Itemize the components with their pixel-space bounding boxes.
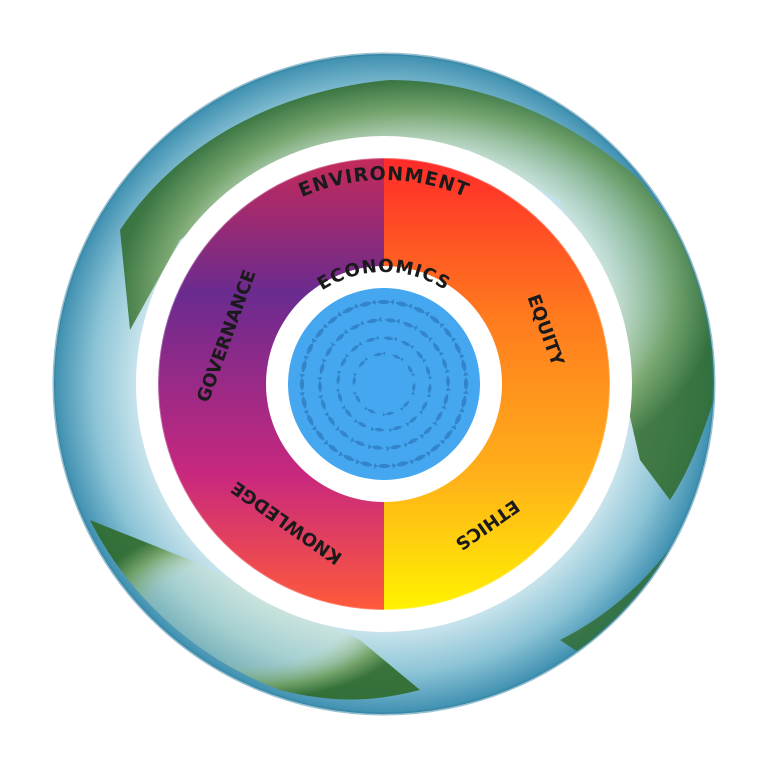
fish-icon — [386, 444, 402, 452]
fish-icon — [454, 342, 465, 359]
fish-icon — [377, 299, 394, 305]
fish-icon — [355, 458, 373, 467]
fish-icon — [425, 443, 441, 457]
fish-icon — [358, 298, 377, 307]
fish-icon — [319, 358, 327, 375]
fish-icon — [458, 395, 467, 413]
fish-icon — [338, 450, 355, 462]
fish-icon — [401, 340, 415, 350]
continents — [90, 80, 714, 700]
fish-icon — [306, 338, 318, 355]
fish-icon — [426, 383, 432, 398]
fish-icon — [383, 336, 398, 342]
fish-icon — [340, 353, 350, 367]
fish-icon — [419, 426, 433, 439]
fish-icon — [316, 377, 323, 393]
fish-icon — [399, 400, 410, 411]
fish-icon — [441, 393, 449, 410]
fish-icon — [370, 426, 385, 432]
fish-icon — [416, 350, 427, 363]
fish-icon — [350, 437, 366, 446]
fish-icon — [425, 365, 433, 380]
fish-icon — [429, 315, 445, 329]
fish-icon — [335, 329, 349, 342]
fish-icon — [439, 429, 453, 445]
fish-icon — [350, 341, 363, 352]
fish-icon — [388, 425, 403, 433]
fish-icon — [358, 357, 369, 368]
fish-icon — [443, 327, 457, 343]
fish-icon — [450, 413, 462, 430]
fish-icon — [403, 438, 419, 448]
fish-icon — [341, 405, 352, 418]
fish-icon — [405, 416, 418, 427]
fish-icon — [384, 318, 401, 325]
fish-icon — [364, 406, 376, 414]
fish-icon — [323, 439, 339, 453]
fish-icon — [327, 311, 343, 325]
fish-icon — [407, 365, 416, 377]
fish-icon — [433, 342, 444, 357]
fish-icon — [303, 409, 314, 426]
fish-icon — [336, 370, 342, 385]
center-disc — [288, 288, 480, 480]
fish-icon — [374, 463, 391, 469]
fish-icon — [324, 411, 335, 426]
fish-icon — [335, 388, 343, 403]
fish-icon — [353, 418, 367, 428]
fish-icon — [325, 342, 336, 357]
fish-icon — [410, 382, 416, 395]
fish-icon — [315, 323, 329, 339]
fish-icon — [461, 358, 470, 377]
fish-icon — [367, 443, 384, 450]
fish-icon — [445, 375, 452, 391]
fish-icon — [349, 320, 365, 330]
fish-icon — [365, 335, 380, 343]
fish-school — [298, 298, 470, 470]
fish-icon — [311, 425, 325, 441]
fish-icon — [317, 394, 326, 411]
fish-icon — [392, 354, 404, 362]
fish-icon — [352, 373, 358, 386]
fish-icon — [298, 391, 307, 410]
fish-icon — [382, 411, 395, 417]
fish-icon — [373, 351, 386, 357]
fish-icon — [463, 377, 469, 394]
fish-icon — [395, 301, 413, 310]
fish-icon — [413, 306, 430, 318]
fish-icon — [352, 391, 361, 403]
fish-icon — [366, 316, 382, 324]
fish-icon — [419, 330, 433, 342]
fish-icon — [342, 303, 359, 314]
fish-icon — [442, 357, 451, 374]
fish-icon — [299, 374, 305, 391]
fish-icon — [391, 461, 410, 470]
fish-icon — [432, 411, 443, 426]
fish-icon — [409, 454, 426, 465]
fish-icon — [335, 426, 349, 438]
fish-icon — [418, 401, 428, 415]
fish-icon — [402, 322, 418, 331]
fish-icon — [301, 355, 310, 373]
